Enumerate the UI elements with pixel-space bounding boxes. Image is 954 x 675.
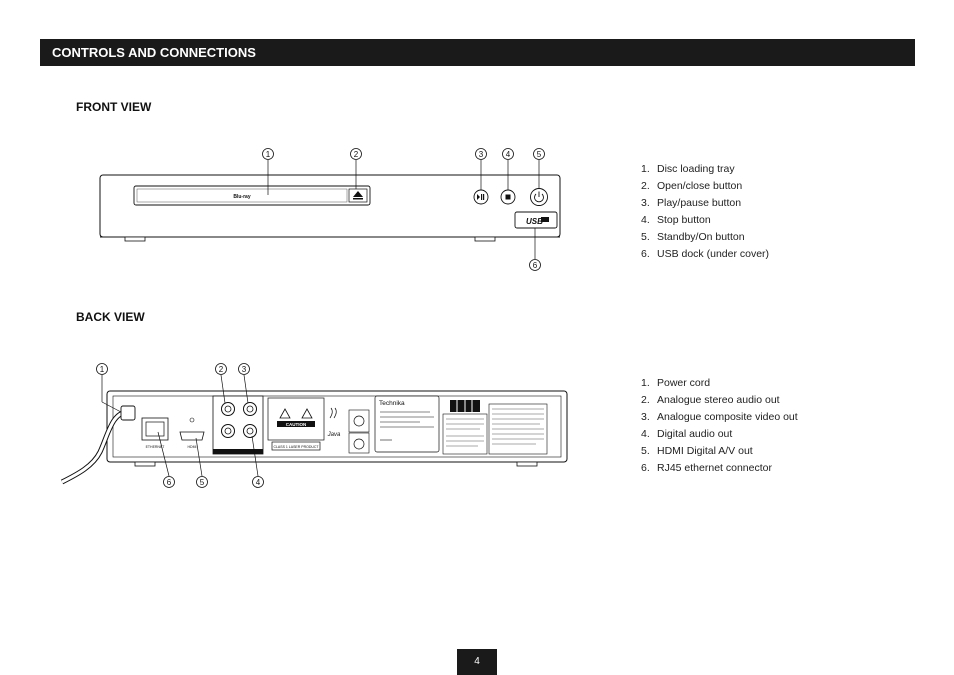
list-item: 5.Standby/On button: [641, 231, 745, 243]
svg-text:6: 6: [533, 261, 538, 270]
front-callout-2: 2: [350, 148, 362, 160]
back-callout-2: 2: [215, 363, 227, 375]
svg-text:6: 6: [167, 478, 172, 487]
front-callout-4: 4: [502, 148, 514, 160]
front-callout-3: 3: [475, 148, 487, 160]
list-item: 4.Digital audio out: [641, 428, 733, 440]
list-item: 3.Play/pause button: [641, 197, 742, 209]
back-callout-5: 5: [196, 476, 208, 488]
svg-text:2: 2: [354, 150, 359, 159]
svg-text:5: 5: [200, 478, 205, 487]
front-view-title: FRONT VIEW: [76, 100, 152, 114]
front-callout-5: 5: [533, 148, 545, 160]
list-item: 5.HDMI Digital A/V out: [641, 445, 753, 457]
list-item: 6.USB dock (under cover): [641, 248, 770, 260]
ethernet-label: ETHERNET: [146, 445, 166, 449]
back-callout-4: 4: [252, 476, 264, 488]
list-item: 3.Analogue composite video out: [641, 411, 798, 423]
back-callout-6: 6: [163, 476, 175, 488]
hdmi-label: HDMI: [188, 445, 197, 449]
back-view-title: BACK VIEW: [76, 310, 145, 324]
list-item: 1.Power cord: [641, 377, 711, 389]
svg-text:2: 2: [219, 365, 224, 374]
back-callout-1: 1: [96, 363, 108, 375]
list-item: 6.RJ45 ethernet connector: [641, 462, 772, 474]
java-label: Java: [327, 432, 341, 438]
brand-label: Technika: [379, 400, 405, 407]
front-callout-6: 6: [529, 259, 541, 271]
front-view-legend: 1.Disc loading tray 2.Open/close button …: [641, 161, 769, 263]
front-callout-1: 1: [262, 148, 274, 160]
svg-text:4: 4: [506, 150, 511, 159]
svg-text:4: 4: [256, 478, 261, 487]
svg-text:3: 3: [242, 365, 247, 374]
list-item: 4.Stop button: [641, 214, 711, 226]
usb-label: USB: [526, 217, 543, 226]
page-number: 4: [457, 649, 497, 675]
list-item: 2.Analogue stereo audio out: [641, 394, 780, 406]
back-view-legend: 1.Power cord 2.Analogue stereo audio out…: [641, 375, 798, 477]
back-callout-3: 3: [238, 363, 250, 375]
svg-text:5: 5: [537, 150, 542, 159]
list-item: 1.Disc loading tray: [641, 163, 735, 175]
svg-text:1: 1: [266, 150, 271, 159]
caution-label: CAUTION: [286, 422, 307, 427]
svg-text:Blu-ray: Blu-ray: [233, 194, 250, 200]
list-item: 2.Open/close button: [641, 180, 743, 192]
laser-label: CLASS 1 LASER PRODUCT: [273, 445, 319, 449]
section-header: CONTROLS AND CONNECTIONS: [40, 39, 915, 66]
svg-text:3: 3: [479, 150, 484, 159]
svg-text:1: 1: [100, 365, 105, 374]
